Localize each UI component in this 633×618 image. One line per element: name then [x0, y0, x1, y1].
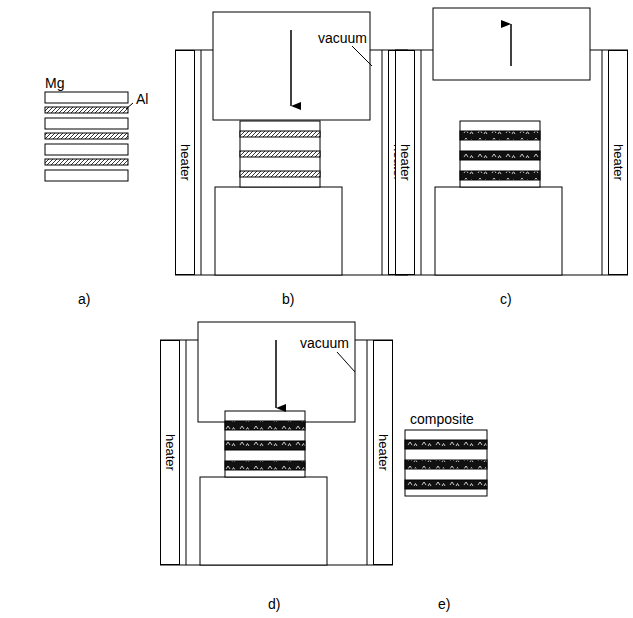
al-layer — [240, 131, 320, 137]
reacted-layer — [460, 131, 540, 140]
wall-line — [367, 340, 368, 565]
al-layer — [240, 171, 320, 177]
reacted-layer — [405, 460, 487, 469]
material-label: Al — [136, 92, 148, 106]
heater-element: heater — [373, 340, 393, 565]
layer-stack — [460, 121, 540, 187]
step-label: e) — [438, 597, 450, 611]
step-label: b) — [282, 292, 294, 306]
lower-die — [200, 477, 327, 565]
product-label: composite — [410, 412, 474, 426]
upper-punch — [213, 12, 370, 120]
layer-stack — [225, 411, 305, 477]
mg-sheet — [45, 144, 128, 155]
wall-line — [201, 50, 202, 275]
mg-sheet — [45, 92, 128, 103]
lower-die — [215, 187, 342, 275]
heater-label: heater — [399, 144, 412, 181]
motion-arrow — [510, 24, 512, 66]
leader-line — [352, 46, 372, 66]
wall-line — [382, 50, 383, 275]
al-foil — [45, 107, 128, 113]
heater-label: heater — [612, 144, 625, 181]
layer-stack — [240, 121, 320, 187]
heater-element: heater — [175, 50, 195, 275]
wall-line — [421, 50, 422, 275]
layer-stack — [405, 430, 487, 496]
al-layer — [240, 151, 320, 157]
al-foil — [45, 159, 128, 165]
reacted-layer — [405, 440, 487, 449]
heater-element: heater — [608, 50, 628, 275]
motion-arrow — [275, 340, 277, 408]
al-foil — [45, 133, 128, 139]
vacuum-label: vacuum — [318, 31, 367, 45]
reacted-layer — [225, 461, 305, 470]
heater-element: heater — [395, 50, 415, 275]
step-label: a) — [78, 292, 90, 306]
reacted-layer — [225, 441, 305, 450]
heater-element: heater — [160, 340, 180, 565]
motion-arrow — [290, 30, 292, 106]
mg-sheet — [45, 170, 128, 181]
reacted-layer — [460, 151, 540, 160]
reacted-layer — [225, 421, 305, 430]
heater-label: heater — [179, 144, 192, 181]
mg-sheet — [45, 118, 128, 129]
reacted-layer — [460, 171, 540, 180]
wall-line — [602, 50, 603, 275]
vacuum-label: vacuum — [300, 336, 349, 350]
leader-line — [126, 103, 133, 109]
leader-line — [337, 352, 355, 372]
step-label: c) — [500, 292, 512, 306]
upper-punch — [198, 322, 355, 422]
heater-label: heater — [377, 434, 390, 471]
lower-die — [435, 187, 562, 275]
material-label: Mg — [45, 76, 64, 90]
heater-label: heater — [164, 434, 177, 471]
upper-punch — [433, 8, 590, 80]
reacted-layer — [405, 480, 487, 489]
step-label: d) — [268, 597, 280, 611]
wall-line — [186, 340, 187, 565]
